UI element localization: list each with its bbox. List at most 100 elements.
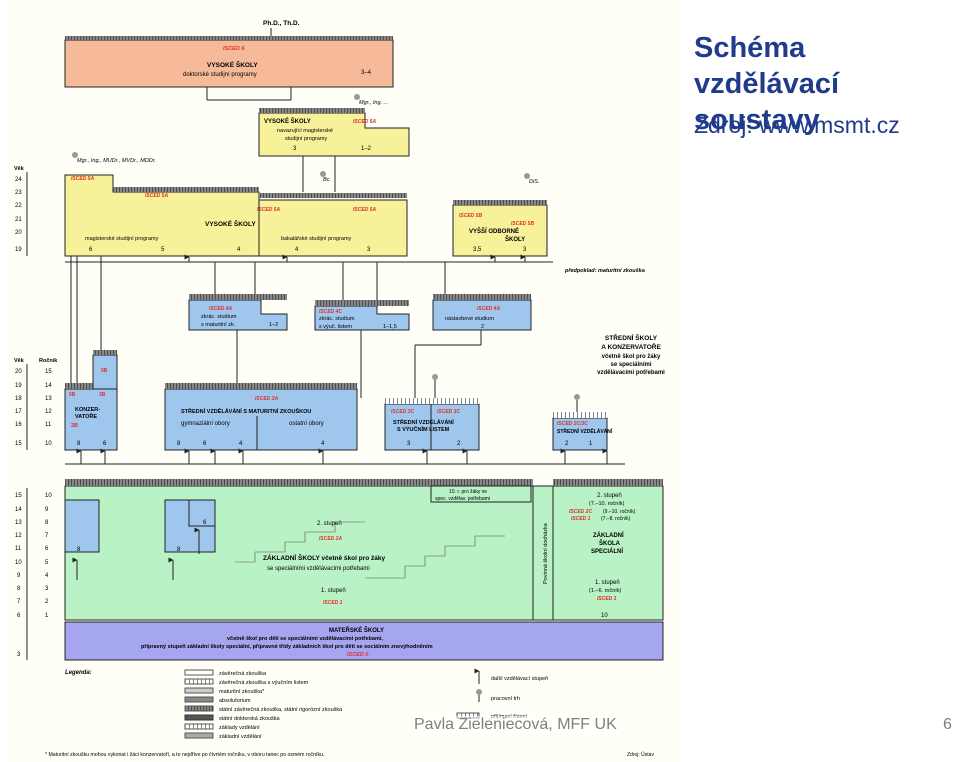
legend-title: Legenda: bbox=[65, 670, 92, 676]
zss-box: 2. stupeň (7.–10. ročník) ISCED 2C (9.–1… bbox=[552, 479, 664, 621]
mid-grade-1: 14 bbox=[45, 383, 52, 389]
upper-vek-label: Věk bbox=[14, 166, 25, 172]
zss-r1: (7.–8. ročník) bbox=[601, 516, 631, 522]
zss-stupen2: 2. stupeň bbox=[597, 493, 622, 499]
konz-name1: KONZER- bbox=[75, 407, 100, 413]
zss-name2: ŠKOLA bbox=[599, 539, 621, 547]
upper-age-axis: Věk 24 23 22 21 20 19 bbox=[14, 166, 28, 256]
low-age-1: 14 bbox=[15, 507, 22, 513]
middle-axis: Věk Ročník 20 19 18 17 16 15 15 14 13 12… bbox=[14, 358, 58, 450]
dis-label: DiS. bbox=[529, 179, 539, 185]
low-grade-5: 5 bbox=[45, 560, 49, 566]
navazujici-years-1-2: 1–2 bbox=[361, 146, 372, 152]
zkrac2-l1: zkrác. studium bbox=[319, 316, 355, 322]
legend-left-7: základní vzdělání bbox=[219, 734, 262, 740]
vs-name: VYSOKÉ ŠKOLY bbox=[205, 219, 256, 228]
konz-name2: VATOŘE bbox=[75, 412, 97, 420]
mid-age-2: 18 bbox=[15, 396, 22, 402]
zs-name2: se speciálními vzdělávacími potřebami bbox=[267, 566, 370, 572]
ssv-l1: STŘEDNÍ VZDĚLÁVÁNÍ bbox=[393, 418, 454, 426]
low-age-7: 8 bbox=[17, 586, 21, 592]
stredni-label-2: včetně škol pro žáky bbox=[602, 354, 661, 360]
isced6-years: 3–4 bbox=[361, 70, 372, 76]
ss-vyucni-box: ISCED 3C ISCED 3C STŘEDNÍ VZDĚLÁVÁNÍ S V… bbox=[384, 398, 480, 451]
page-number: 6 bbox=[943, 716, 952, 733]
navazujici-program2: studijní programy bbox=[285, 136, 327, 142]
zkrac1-isced: ISCED 4A bbox=[209, 306, 232, 312]
low-age-3: 12 bbox=[15, 533, 22, 539]
predpoklad-label: předpoklad: maturitní zkouška bbox=[564, 268, 645, 274]
nastavbove-y: 2 bbox=[481, 324, 484, 330]
vos-name1: VYŠŠÍ ODBORNÉ bbox=[469, 227, 519, 235]
konz-5b-top: 5B bbox=[101, 368, 108, 374]
zss-name1: ZÁKLADNÍ bbox=[593, 531, 624, 539]
stredni-label-3: se speciálními bbox=[610, 362, 651, 368]
zkrac2-box: ISCED 4C zkrác. studium s výuč. listem 1… bbox=[314, 300, 410, 331]
mid-age-3: 17 bbox=[15, 409, 22, 415]
legend-credit: Zdroj: Ústav bbox=[627, 751, 654, 758]
mid-grade-4: 11 bbox=[45, 422, 52, 428]
sss-y1: 1 bbox=[589, 441, 593, 447]
low-grade-9: 1 bbox=[45, 613, 49, 619]
zss-i2c: ISCED 2C bbox=[569, 509, 592, 515]
isced6-code: ISCED 6 bbox=[223, 46, 245, 52]
vos-isced-a: ISCED 5B bbox=[459, 213, 482, 219]
zkrac1-l1: zkrác. studium bbox=[201, 314, 237, 320]
vos-y35: 3,5 bbox=[473, 247, 482, 253]
vs-y4: 4 bbox=[237, 247, 241, 253]
zkrac2-isced: ISCED 4C bbox=[319, 309, 342, 315]
low-age-2: 13 bbox=[15, 520, 22, 526]
nastavbove-l1: nástavbové studium bbox=[445, 316, 494, 322]
vos-name2: ŠKOLY bbox=[505, 235, 525, 243]
low-age-9: 6 bbox=[17, 613, 21, 619]
ssm-y4: 4 bbox=[239, 441, 243, 447]
low-age-0: 15 bbox=[15, 493, 22, 499]
zs-isced2: ISCED 2A bbox=[319, 536, 342, 542]
legend-left-3: absolutorium bbox=[219, 698, 251, 704]
ms-l2: přípravný stupeň základní školy speciáln… bbox=[141, 644, 433, 650]
mid-rocnik-label: Ročník bbox=[39, 358, 58, 364]
konzervatore-box: 5B 5B 3B KONZER- VATOŘE 3B 8 6 bbox=[64, 350, 118, 451]
vs-y4b: 4 bbox=[295, 247, 299, 253]
low-age-5: 10 bbox=[15, 560, 22, 566]
zs-stupen2: 2. stupeň bbox=[317, 521, 342, 527]
navazujici-isced: ISCED 5A bbox=[353, 119, 376, 125]
legend-footnote: * Maturitní zkoušku mohou vykonat i žáci… bbox=[45, 752, 324, 758]
slide-title: Schéma vzdělávací soustavy bbox=[694, 32, 840, 136]
ss-stredni-box: ISCED 2C/3C STŘEDNÍ VZDĚLÁVÁNÍ 2 1 bbox=[552, 412, 613, 451]
zss-i1: ISCED 1 bbox=[571, 516, 591, 522]
zs-stupen1: 1. stupeň bbox=[321, 588, 346, 594]
vs-y5: 5 bbox=[161, 247, 165, 253]
ssm-y8: 8 bbox=[177, 441, 181, 447]
vos-isced-b: ISCED 5B bbox=[511, 221, 534, 227]
navazujici-years-3: 3 bbox=[293, 146, 297, 152]
vs-y3: 3 bbox=[367, 247, 371, 253]
phd-label: Ph.D., Th.D. bbox=[263, 20, 300, 27]
ssm-name: STŘEDNÍ VZDĚLÁVÁNÍ S MATURITNÍ ZKOUŠKOU bbox=[181, 407, 311, 415]
legend-right-1: pracovní trh bbox=[491, 696, 520, 702]
isced6-name: VYSOKÉ ŠKOLY bbox=[207, 60, 258, 69]
upper-age-5: 19 bbox=[15, 247, 22, 253]
upper-age-0: 24 bbox=[15, 177, 22, 183]
legend-left-2: maturitní zkouška* bbox=[219, 689, 265, 695]
navazujici-box: VYSOKÉ ŠKOLY ISCED 5A navazující magiste… bbox=[258, 108, 410, 157]
zkrac1-y: 1–2 bbox=[269, 322, 278, 328]
zss-r1b: (1.–6. ročník) bbox=[589, 588, 622, 594]
zs-note1: 10. r. pro žáky se bbox=[449, 489, 487, 495]
vos-y3: 3 bbox=[523, 247, 527, 253]
ssm-y6: 6 bbox=[203, 441, 207, 447]
zss-y10: 10 bbox=[601, 613, 608, 619]
degree-label: Mgr., Ing., MUDr., MVDr., MDDr. bbox=[77, 158, 156, 164]
zs-y6: 6 bbox=[203, 520, 207, 526]
ssm-isced: ISCED 3A bbox=[255, 396, 278, 402]
low-grade-2: 8 bbox=[45, 520, 49, 526]
zss-r2c: (9.–10. ročník) bbox=[603, 509, 636, 515]
vs-isced-a: ISCED 5A bbox=[71, 176, 94, 182]
upper-age-4: 20 bbox=[15, 230, 22, 236]
mid-grade-2: 13 bbox=[45, 396, 52, 402]
ssv-y2: 2 bbox=[457, 441, 461, 447]
low-grade-7: 3 bbox=[45, 586, 49, 592]
ssv-isced-a: ISCED 3C bbox=[391, 409, 414, 415]
vs-isced-d: ISCED 5A bbox=[353, 207, 376, 213]
